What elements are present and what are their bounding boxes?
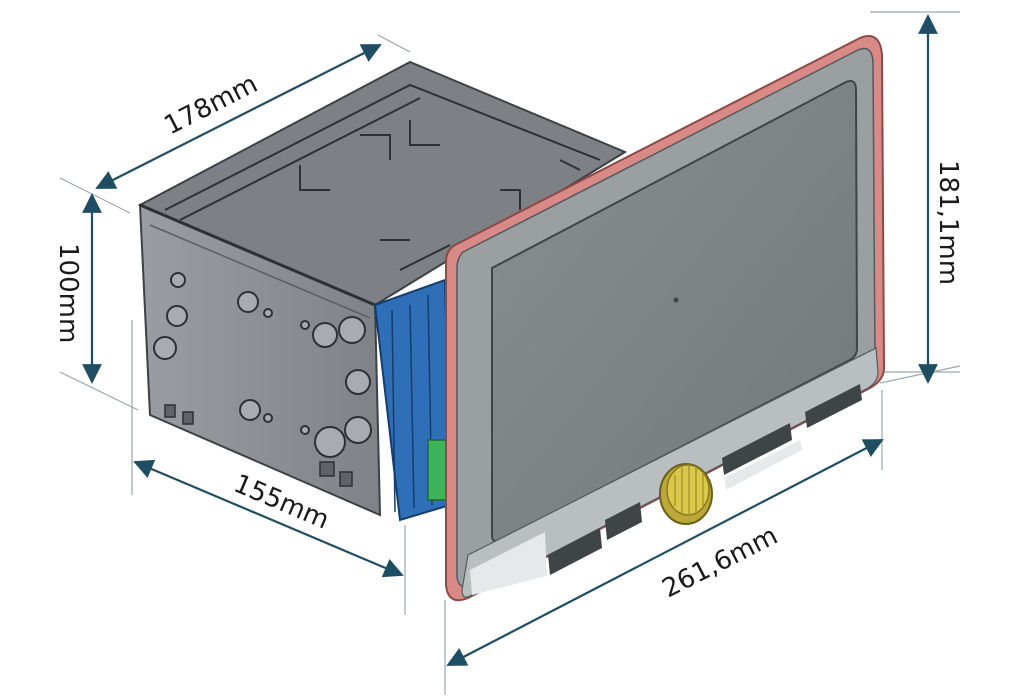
- arrow-depth-bottom: [133, 459, 404, 578]
- arrow-depth-top: [95, 44, 382, 189]
- extension-lines: [59, 11, 961, 695]
- volume-knob: [659, 463, 713, 525]
- label-height-body: 100mm: [53, 243, 83, 343]
- dimension-arrows: [82, 14, 938, 666]
- label-screen-height: 181,1mm: [933, 160, 963, 285]
- arrow-screen-width: [446, 439, 884, 666]
- mounting-holes: [153, 272, 372, 458]
- label-screen-width: 261,6mm: [658, 521, 783, 605]
